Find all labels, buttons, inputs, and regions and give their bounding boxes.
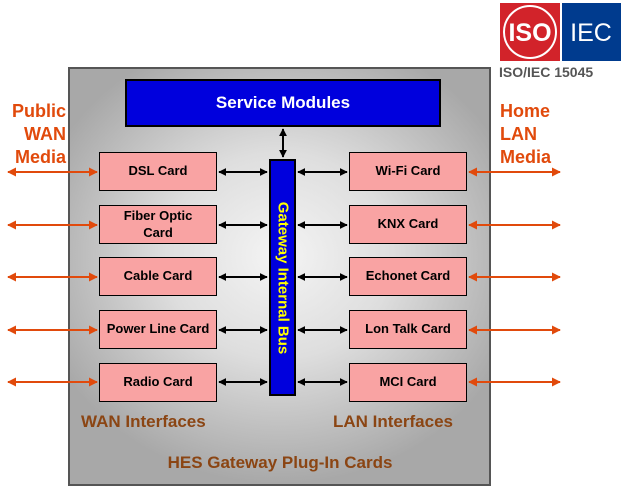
iso-iec-logo: ISO IEC <box>500 3 621 61</box>
lan-card-echonet: Echonet Card <box>349 257 467 296</box>
lan-media-label: Home LAN Media <box>500 100 551 169</box>
lan-media-line: Home <box>500 101 551 121</box>
iso-logo-text: ISO <box>508 19 551 47</box>
iec-logo-bg <box>562 3 621 61</box>
card-label: Echonet Card <box>365 268 451 284</box>
wan-media-line: Public <box>11 101 66 121</box>
iso-logo-bg <box>500 3 560 61</box>
card-label: Power Line Card <box>106 321 210 337</box>
iec-logo-text: IEC <box>570 19 612 47</box>
iso-logo-ring <box>503 5 557 59</box>
wan-card-dsl: DSL Card <box>99 152 217 191</box>
lan-media-line: Media <box>500 147 552 167</box>
wan-card-cable: Cable Card <box>99 257 217 296</box>
wan-card-fiber-optic: Fiber Optic Card <box>99 205 217 244</box>
lan-media-line: LAN <box>500 124 537 144</box>
card-label: Radio Card <box>123 374 193 390</box>
card-label: DSL Card <box>128 163 188 179</box>
wan-interfaces-label: WAN Interfaces <box>81 412 206 431</box>
wan-media-line: WAN <box>24 124 66 144</box>
card-label: Wi-Fi Card <box>375 163 441 179</box>
lan-interfaces-label: LAN Interfaces <box>333 412 453 431</box>
lan-card-mci: MCI Card <box>349 363 467 402</box>
card-label: KNX Card <box>377 216 439 232</box>
footer-label: HES Gateway Plug-In Cards <box>167 453 393 472</box>
service-modules-label: Service Modules <box>215 93 351 112</box>
lan-card-lontalk: Lon Talk Card <box>349 310 467 349</box>
card-label: Cable Card <box>123 268 193 284</box>
wan-card-radio: Radio Card <box>99 363 217 402</box>
lan-card-wifi: Wi-Fi Card <box>349 152 467 191</box>
card-label: Fiber Optic Card <box>123 207 193 240</box>
wan-media-label: Public WAN Media <box>4 100 66 169</box>
card-label: MCI Card <box>379 374 437 390</box>
card-label: Lon Talk Card <box>365 321 451 337</box>
gateway-internal-bus: Gateway Internal Bus <box>269 159 296 396</box>
service-modules-box: Service Modules <box>125 79 441 127</box>
lan-card-knx: KNX Card <box>349 205 467 244</box>
wan-media-line: Media <box>14 147 66 167</box>
wan-card-power-line: Power Line Card <box>99 310 217 349</box>
iso-caption: ISO/IEC 15045 <box>499 64 594 80</box>
